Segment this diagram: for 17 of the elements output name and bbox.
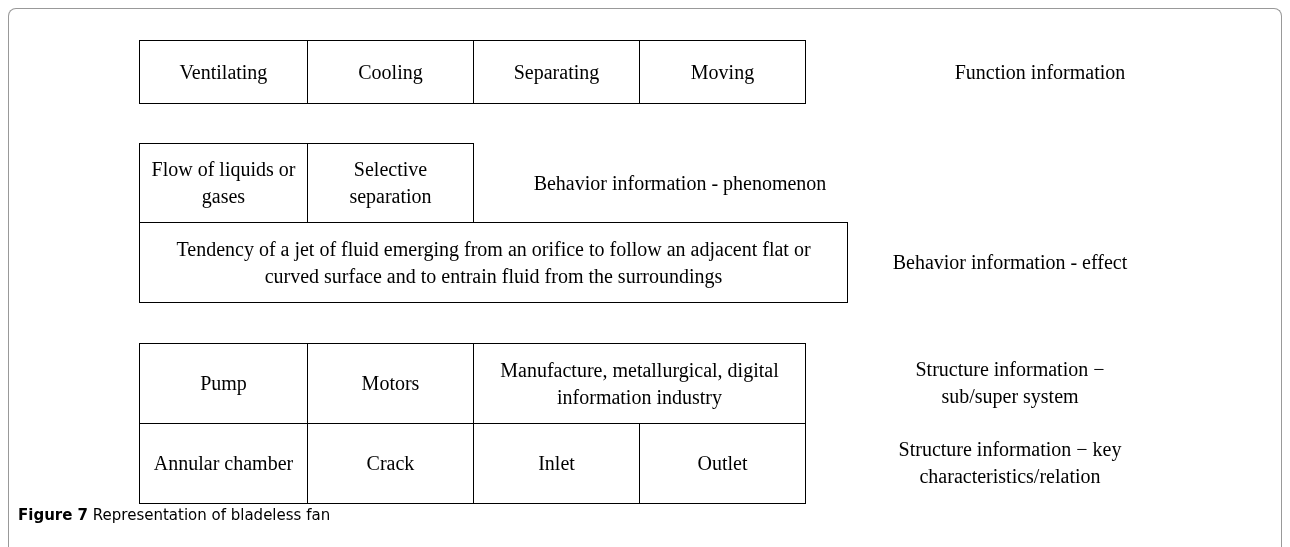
category-box: Moving bbox=[639, 40, 806, 104]
category-box: Separating bbox=[473, 40, 640, 104]
category-box: Outlet bbox=[639, 423, 806, 504]
row-label: Structure information − sub/super system bbox=[914, 357, 1106, 410]
category-box: Cooling bbox=[307, 40, 474, 104]
row-label: Behavior information - phenomenon bbox=[532, 170, 828, 197]
category-box: Flow of liquids or gases bbox=[139, 143, 308, 223]
row-label: Function information bbox=[953, 59, 1127, 85]
category-box: Pump bbox=[139, 343, 308, 424]
caption: Figure 7 Representation of bladeless fan bbox=[18, 506, 331, 524]
category-box: Manufacture, metallurgical, digital information industry bbox=[473, 343, 806, 424]
category-box: Selective separation bbox=[307, 143, 474, 223]
category-box: Tendency of a jet of fluid emerging from an orifice to follow an adjacent flat or curved surface and to entrain fluid from the surroundings bbox=[139, 222, 848, 303]
category-box: Ventilating bbox=[139, 40, 308, 104]
row-label: Behavior information - effect bbox=[891, 249, 1129, 275]
category-box: Annular chamber bbox=[139, 423, 308, 504]
row-label: Structure information − key characteristics/relation bbox=[897, 437, 1123, 489]
